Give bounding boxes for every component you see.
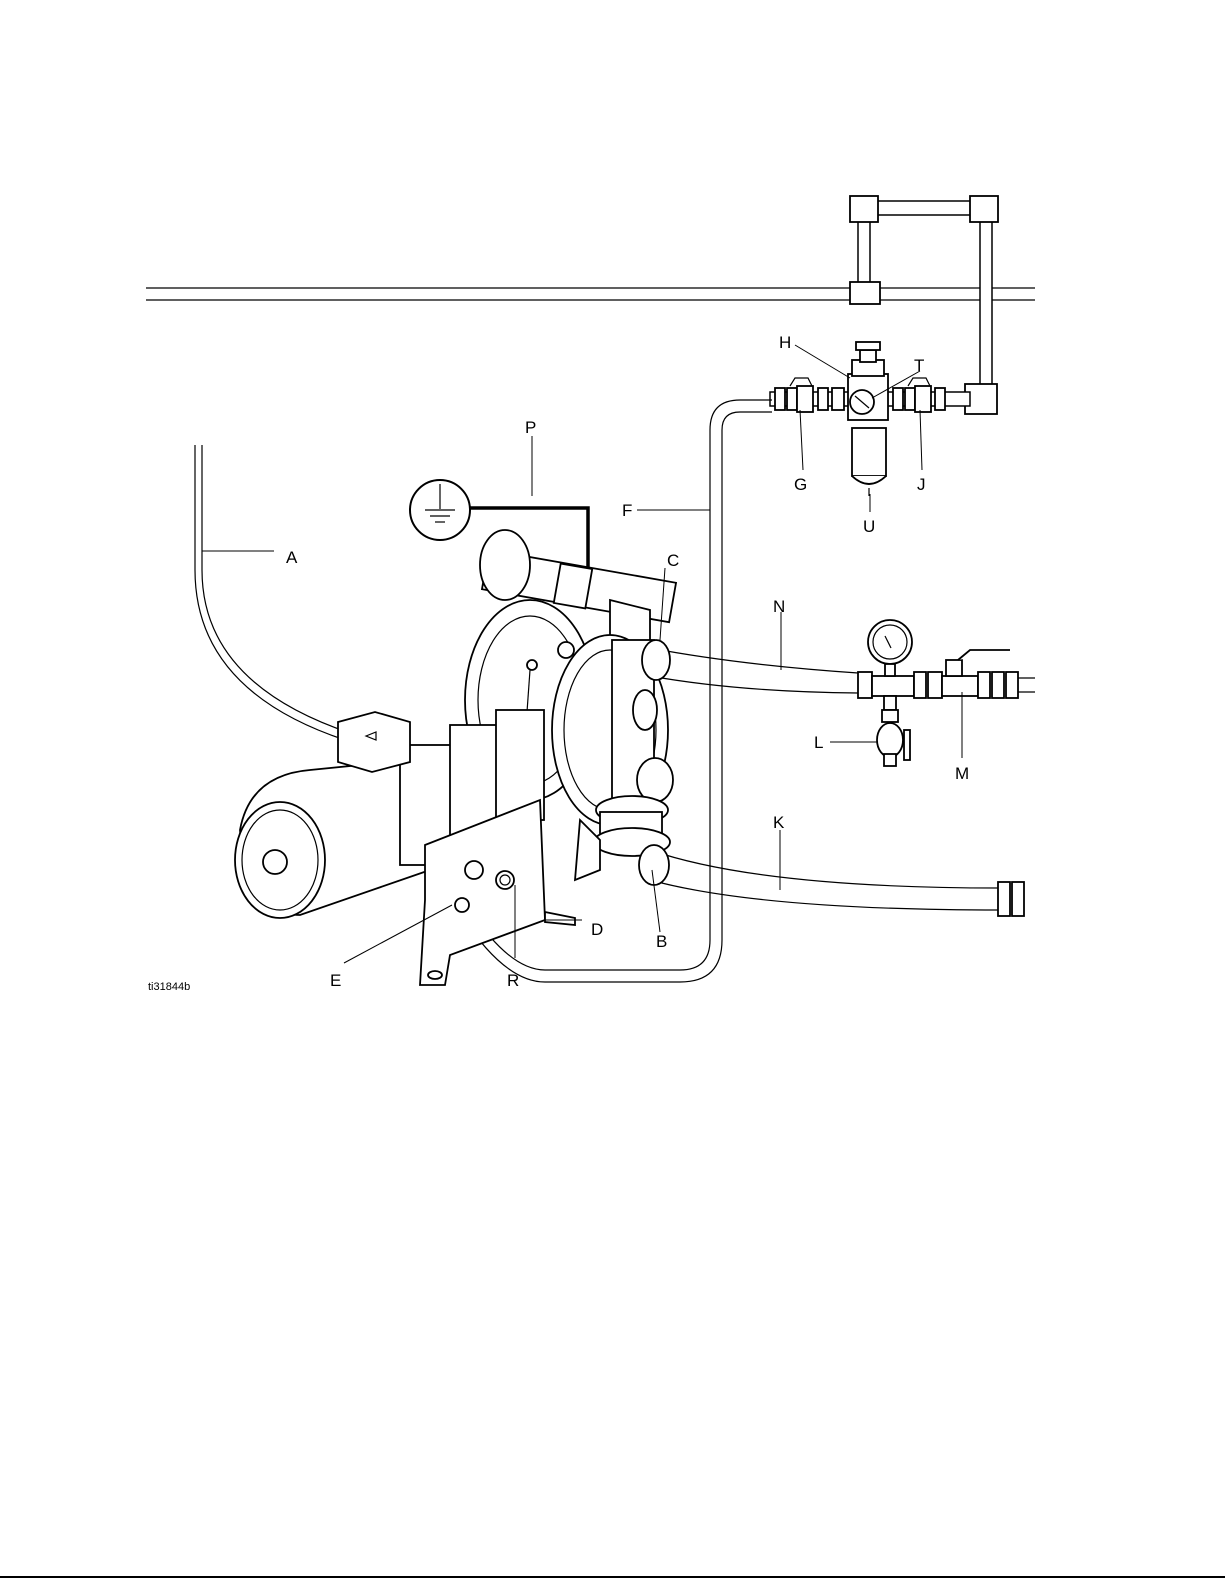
label-f: F	[622, 501, 632, 520]
label-n: N	[773, 597, 785, 616]
label-r: R	[507, 971, 519, 990]
label-j: J	[917, 475, 926, 494]
ground-symbol	[410, 480, 470, 540]
page-bottom-rule	[0, 1576, 1225, 1578]
inlet-hose	[639, 845, 1024, 916]
label-m: M	[955, 764, 969, 783]
label-e: E	[330, 971, 341, 990]
label-a: A	[286, 548, 298, 567]
label-b: B	[656, 932, 667, 951]
label-u: U	[863, 517, 875, 536]
label-p: P	[525, 418, 536, 437]
fluid-outlet-fittings	[858, 620, 1035, 766]
label-g: G	[794, 475, 807, 494]
label-l: L	[814, 733, 823, 752]
power-cable	[195, 445, 345, 740]
label-h: H	[779, 333, 791, 352]
air-header-pipe	[146, 288, 1035, 300]
label-t: T	[914, 356, 924, 375]
label-c: C	[667, 551, 679, 570]
label-k: K	[773, 813, 785, 832]
outlet-hose	[642, 640, 858, 693]
figure-tag: ti31844b	[148, 981, 190, 993]
label-d: D	[591, 920, 603, 939]
